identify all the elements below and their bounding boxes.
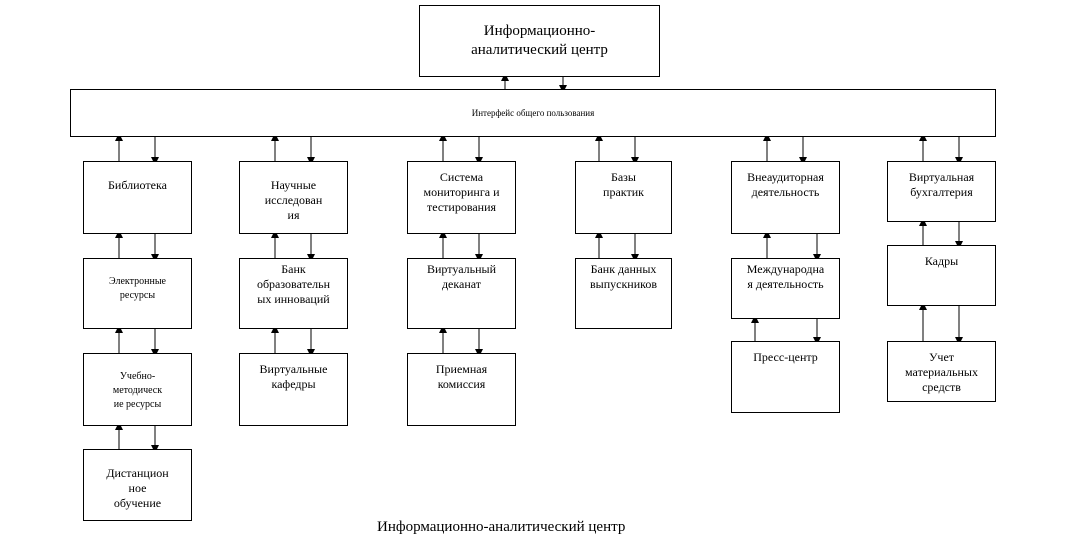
practice-bases-box: Базы практик <box>575 161 672 234</box>
press-center-label: Пресс-центр <box>753 350 818 364</box>
research-box: Научные исследован ия <box>239 161 348 234</box>
virtual-departments-label: Виртуальные кафедры <box>259 362 328 391</box>
graduates-databank-label: Банк данных выпускников <box>589 262 658 291</box>
press-center-box: Пресс-центр <box>731 341 840 413</box>
international-activity-label: Международна я деятельность <box>746 262 825 291</box>
common-interface-box: Интерфейс общего пользования <box>70 89 996 137</box>
analytics-center-box: Информационно- аналитический центр <box>419 5 660 77</box>
monitoring-system-box: Система мониторинга и тестирования <box>407 161 516 234</box>
distance-learning-box: Дистанцион ное обучение <box>83 449 192 521</box>
extracurricular-label: Внеаудиторная деятельность <box>747 170 824 199</box>
common-interface-label: Интерфейс общего пользования <box>471 108 595 118</box>
extracurricular-box: Внеаудиторная деятельность <box>731 161 840 234</box>
international-activity-box: Международна я деятельность <box>731 258 840 319</box>
teaching-resources-box: Учебно- методическ ие ресурсы <box>83 353 192 426</box>
material-assets-box: Учет материальных средств <box>887 341 996 402</box>
material-assets-label: Учет материальных средств <box>905 350 978 394</box>
electronic-resources-label: Электронные ресурсы <box>109 276 166 301</box>
virtual-departments-box: Виртуальные кафедры <box>239 353 348 426</box>
distance-learning-label: Дистанцион ное обучение <box>106 466 169 510</box>
library-label: Библиотека <box>108 178 167 192</box>
teaching-resources-label: Учебно- методическ ие ресурсы <box>112 371 163 410</box>
library-box: Библиотека <box>83 161 192 234</box>
personnel-box: Кадры <box>887 245 996 306</box>
analytics-center-label: Информационно- аналитический центр <box>471 23 608 58</box>
figure-caption: Информационно-аналитический центр <box>377 519 626 535</box>
virtual-accounting-box: Виртуальная бухгалтерия <box>887 161 996 222</box>
virtual-deanery-box: Виртуальный деканат <box>407 258 516 329</box>
research-label: Научные исследован ия <box>264 178 323 222</box>
innovations-bank-box: Банк образовательн ых инноваций <box>239 258 348 329</box>
virtual-accounting-label: Виртуальная бухгалтерия <box>908 170 975 199</box>
monitoring-system-label: Система мониторинга и тестирования <box>423 170 500 214</box>
virtual-deanery-label: Виртуальный деканат <box>427 262 496 291</box>
practice-bases-label: Базы практик <box>603 170 644 199</box>
graduates-databank-box: Банк данных выпускников <box>575 258 672 329</box>
electronic-resources-box: Электронные ресурсы <box>83 258 192 329</box>
innovations-bank-label: Банк образовательн ых инноваций <box>256 262 331 306</box>
personnel-label: Кадры <box>924 254 959 268</box>
admissions-box: Приемная комиссия <box>407 353 516 426</box>
admissions-label: Приемная комиссия <box>435 362 488 391</box>
